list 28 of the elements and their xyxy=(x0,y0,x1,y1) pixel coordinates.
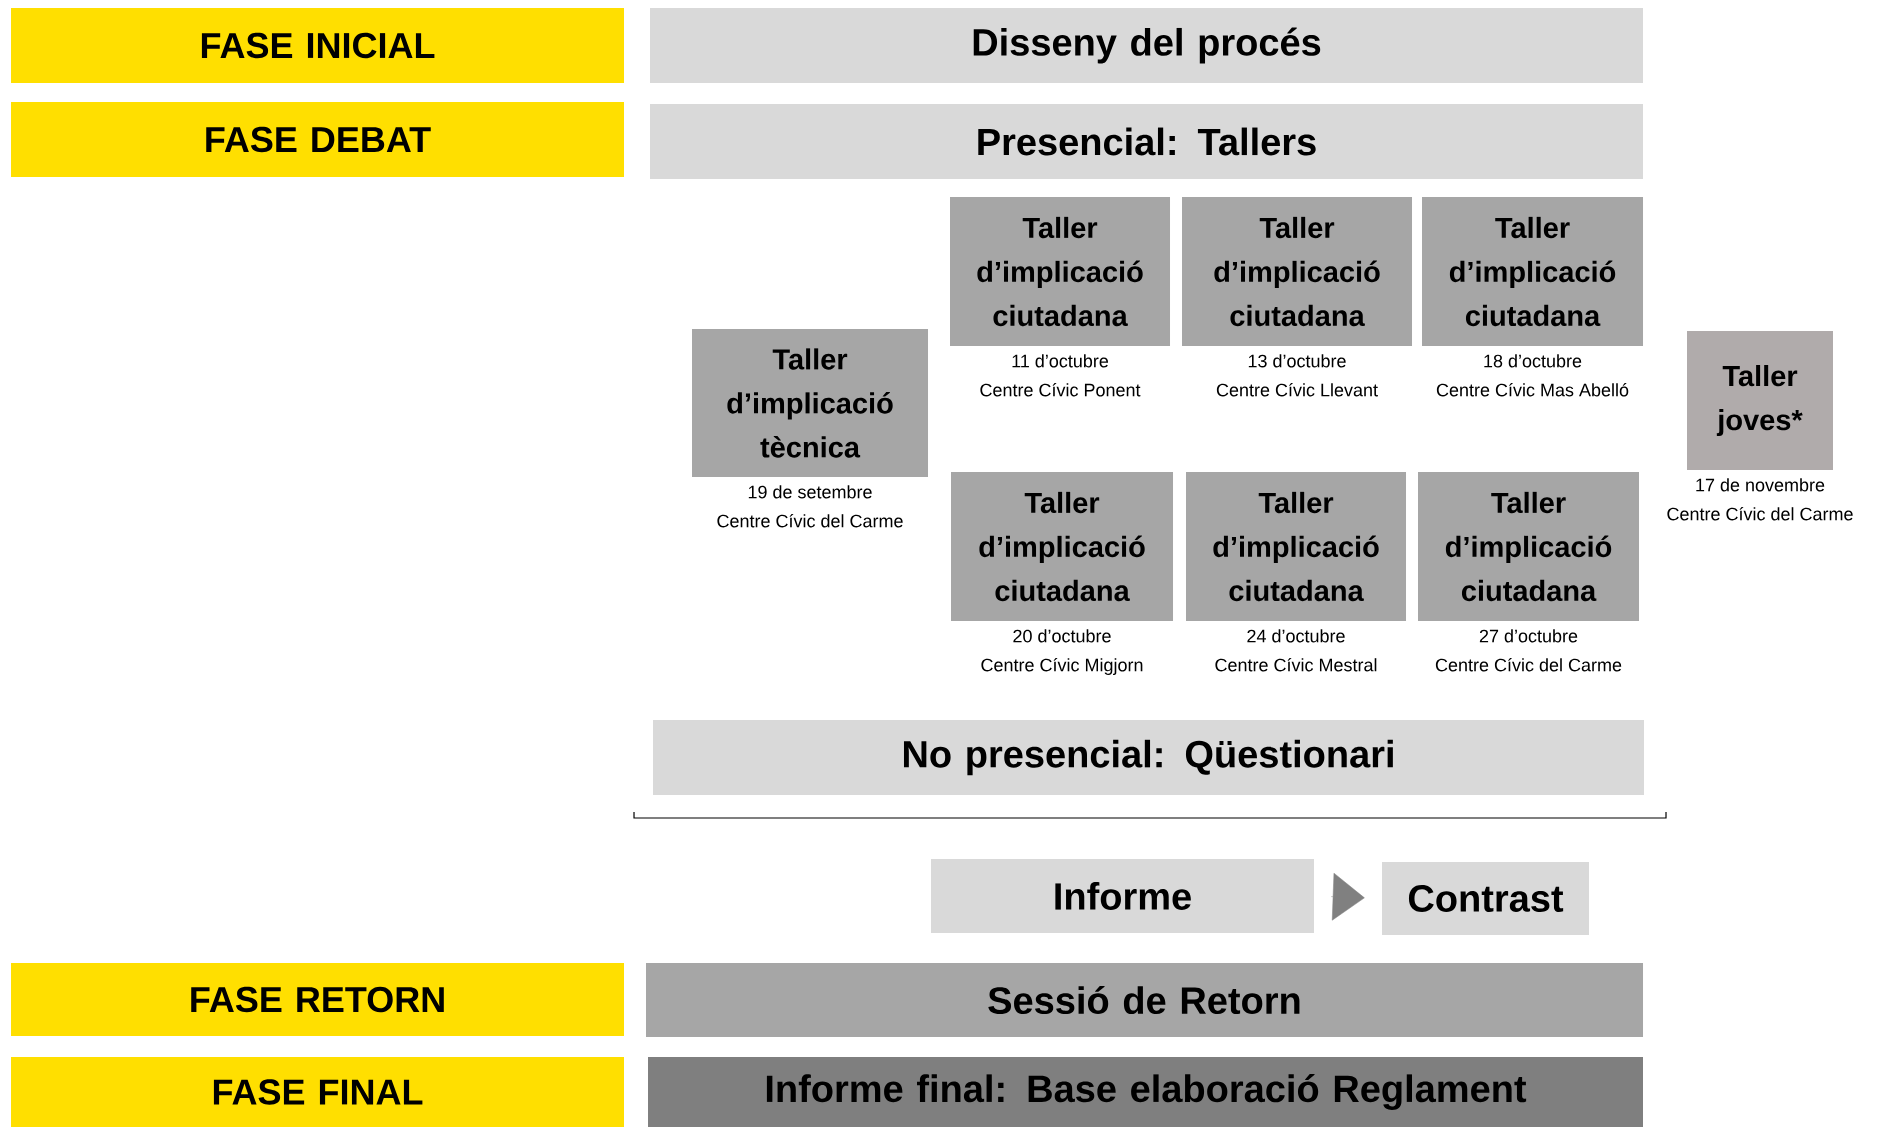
phase-label: FASE FINAL xyxy=(11,1057,624,1127)
date-label: 24 d’octubre Centre Cívic Mestral xyxy=(1215,629,1377,672)
workshop-box: Taller d’implicació ciutadana xyxy=(1418,472,1639,621)
stage-box: Informe xyxy=(931,859,1314,933)
date-label: 20 d’octubre Centre Cívic Migjorn xyxy=(981,629,1143,675)
date-label: 27 d’octubre Centre Cívic del Carme xyxy=(1435,629,1622,672)
date-label: 17 de novembre Centre Cívic del Carme xyxy=(1667,478,1853,521)
workshop-box: Taller d’implicació ciutadana xyxy=(1422,197,1643,346)
workshop-box: Taller d’implicació ciutadana xyxy=(1182,197,1412,346)
date-label: 18 d’octubre Centre Cívic Mas Abelló xyxy=(1436,354,1629,397)
workshop-box: Taller joves* xyxy=(1687,331,1833,470)
phase-label: FASE RETORN xyxy=(11,963,624,1036)
stage-box: Informe final: Base elaboració Reglament xyxy=(648,1057,1643,1127)
workshop-box: Taller d’implicació ciutadana xyxy=(951,472,1173,621)
workshop-box: Taller d’implicació ciutadana xyxy=(1186,472,1406,621)
workshop-box: Taller d’implicació ciutadana xyxy=(950,197,1170,346)
stage-box: Disseny del procés xyxy=(650,8,1643,83)
stage-box: Sessió de Retorn xyxy=(646,963,1643,1037)
date-label: 19 de setembre Centre Cívic del Carme xyxy=(717,485,903,528)
phase-label: FASE DEBAT xyxy=(11,102,624,177)
workshop-box: Taller d’implicació tècnica xyxy=(692,329,928,477)
stage-box: Contrast xyxy=(1382,862,1589,935)
stage-box: Presencial: Tallers xyxy=(650,104,1643,179)
date-label: 11 d’octubre Centre Cívic Ponent xyxy=(980,354,1141,397)
phase-label: FASE INICIAL xyxy=(11,8,624,83)
stage-box: No presencial: Qüestionari xyxy=(653,720,1644,795)
date-label: 13 d’octubre Centre Cívic Llevant xyxy=(1216,354,1378,397)
arrow xyxy=(1330,872,1365,921)
